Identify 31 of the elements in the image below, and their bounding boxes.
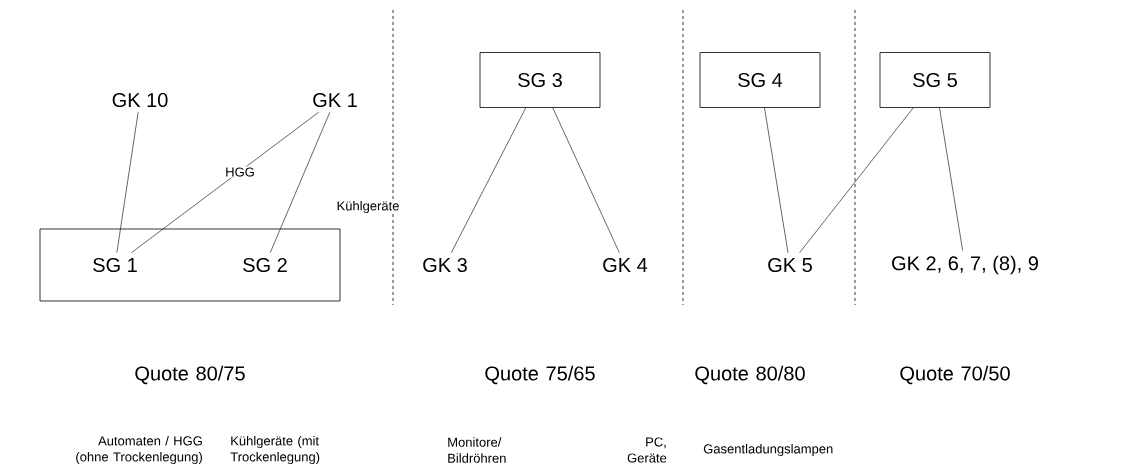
group-box: SG 5 (879, 52, 991, 108)
group-label: GK 5 (768, 257, 812, 273)
quota-label: Quote 75/65 (485, 365, 595, 385)
edge-label: HGG (226, 167, 254, 177)
connector-line (552, 107, 620, 253)
category-note: Gasentladungslampen (703, 443, 833, 457)
group-box: SG 3 (479, 52, 601, 108)
quota-label: Quote 70/50 (900, 365, 1010, 385)
category-note: PC, Geräte (627, 437, 667, 463)
group-label: GK 10 (112, 92, 168, 108)
edge-label: Kühlgeräte (337, 200, 399, 214)
group-label: GK 4 (603, 257, 648, 273)
connector-line (451, 107, 526, 253)
category-note: Monitore/ Bildröhren (448, 437, 506, 463)
category-note: Kühlgeräte (mit Trockenlegung) (230, 435, 320, 465)
connector-line (116, 112, 139, 253)
connector-line (269, 112, 331, 253)
group-label: SG 2 (243, 257, 287, 273)
category-note: Automaten / HGG (ohne Trockenlegung) (76, 435, 202, 465)
group-label: GK 1 (313, 92, 357, 108)
group-box: SG 4 (699, 52, 821, 108)
group-label: GK 3 (423, 257, 467, 273)
connector-line (131, 112, 319, 253)
connector-line (799, 107, 914, 253)
quota-label: Quote 80/80 (695, 365, 805, 385)
group-label: SG 1 (93, 257, 137, 273)
connector-line (939, 107, 963, 251)
connector-line (764, 107, 789, 253)
quota-label: Quote 80/75 (135, 365, 245, 385)
group-label: GK 2, 6, 7, (8), 9 (892, 255, 1038, 275)
group-box (39, 228, 341, 302)
